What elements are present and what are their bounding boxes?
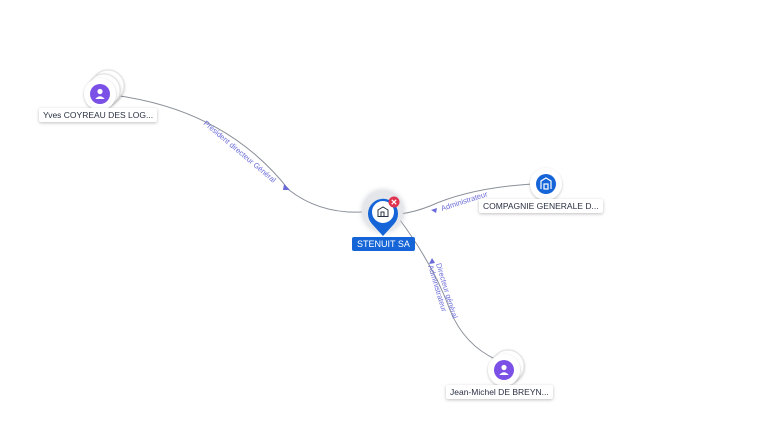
center-node-label[interactable]: STENUIT SA [352, 237, 415, 251]
node-jean-michel[interactable] [488, 349, 525, 386]
node-label-yves[interactable]: Yves COYREAU DES LOG... [39, 108, 158, 122]
edge-yves-stenuit [119, 95, 363, 213]
edge-label-president: Président directeur Général [202, 119, 278, 185]
edge-arrow-yves [283, 184, 290, 190]
person-icon [499, 364, 509, 375]
node-label-jean-michel[interactable]: Jean-Michel DE BREYN... [446, 385, 553, 399]
edge-arrow-jeanmichel [429, 258, 435, 264]
person-icon [95, 88, 105, 99]
edge-compagnie-stenuit [399, 183, 533, 215]
building-icon [377, 206, 389, 217]
edge-jeanmichel-stenuit [399, 219, 498, 361]
edge-arrow-compagnie [431, 208, 437, 213]
close-icon[interactable] [388, 196, 400, 208]
center-node-stenuit[interactable] [361, 189, 405, 236]
node-label-compagnie[interactable]: COMPAGNIE GENERALE D... [479, 199, 603, 213]
node-compagnie[interactable] [530, 168, 562, 200]
node-yves[interactable] [84, 69, 125, 110]
building-icon [540, 177, 552, 190]
